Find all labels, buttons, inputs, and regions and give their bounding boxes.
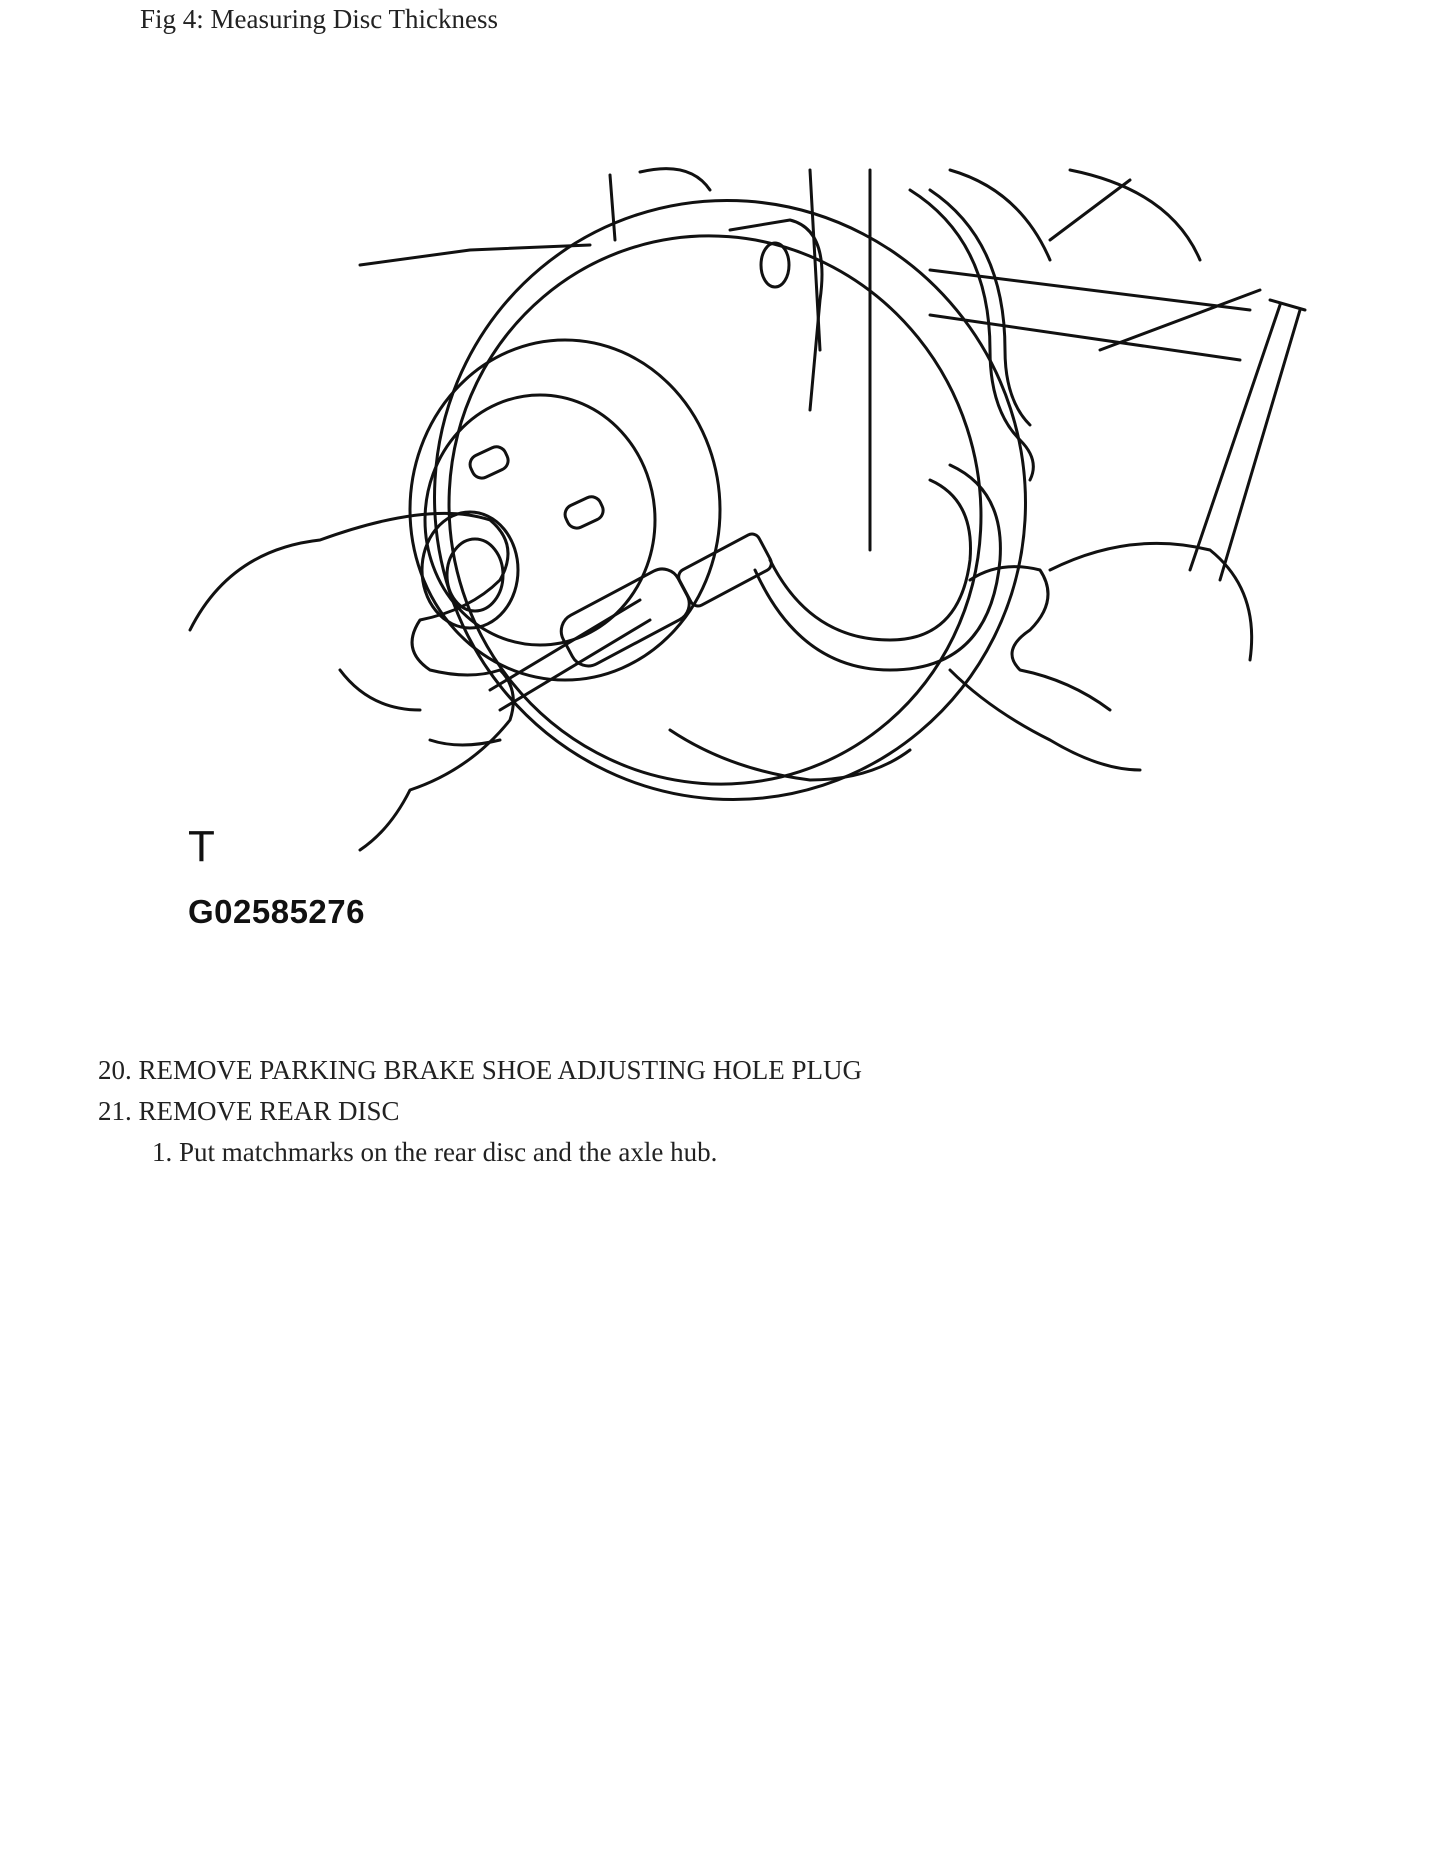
frame-line xyxy=(928,313,1242,362)
right-hand xyxy=(948,668,1142,772)
hub-face xyxy=(423,393,657,647)
frame-line xyxy=(1218,308,1302,582)
frame-line xyxy=(1048,178,1132,242)
disc-thickness-illustration xyxy=(170,150,1320,950)
procedure-steps: 20. REMOVE PARKING BRAKE SHOE ADJUSTING … xyxy=(98,1050,862,1173)
frame-line xyxy=(638,167,712,192)
frame-line xyxy=(928,268,1252,312)
frame-line xyxy=(1098,288,1262,352)
brake-hose xyxy=(928,188,1032,427)
figure-orientation-letter: T xyxy=(188,822,215,871)
step-20: 20. REMOVE PARKING BRAKE SHOE ADJUSTING … xyxy=(98,1055,863,1085)
rotor-edge xyxy=(668,728,912,782)
hub xyxy=(408,338,722,682)
frame-line xyxy=(608,173,617,242)
substep-1: 1. Put matchmarks on the rear disc and t… xyxy=(152,1137,718,1167)
frame-line xyxy=(948,168,1052,262)
step-21: 21. REMOVE REAR DISC xyxy=(98,1096,400,1126)
right-hand xyxy=(1048,541,1254,662)
figure-caption: Fig 4: Measuring Disc Thickness xyxy=(140,4,498,34)
brake-hose xyxy=(908,188,1035,482)
figure-code: G02585276 xyxy=(188,893,365,930)
micrometer-frame xyxy=(753,463,1002,672)
micrometer-sleeve xyxy=(677,532,773,608)
micrometer-spindle xyxy=(498,618,652,712)
left-hand xyxy=(338,668,422,712)
micrometer-frame xyxy=(768,478,972,642)
left-hand xyxy=(428,738,502,747)
left-hand xyxy=(188,511,515,852)
frame-line xyxy=(1188,303,1282,572)
bracket xyxy=(728,218,824,412)
rotor-inner xyxy=(447,234,983,786)
frame-line xyxy=(1068,168,1202,262)
micrometer-thimble xyxy=(559,567,691,668)
right-hand xyxy=(968,565,1112,712)
hub-bearing xyxy=(420,510,520,630)
frame-line xyxy=(1268,298,1307,312)
frame-line xyxy=(358,243,592,267)
